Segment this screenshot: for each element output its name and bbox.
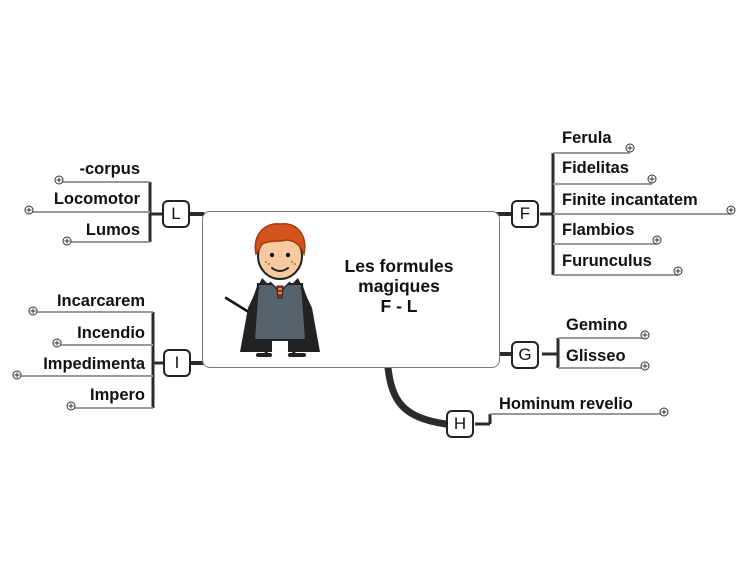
expand-plus-icon [659,407,669,417]
leaf-fidelitas[interactable]: Fidelitas [562,159,629,177]
expand-plus-icon [652,235,662,245]
expand-plus-icon [673,266,683,276]
leaf-finite-incantatem[interactable]: Finite incantatem [562,191,698,209]
expand-markers [12,143,736,417]
branch-g-connectors [542,337,645,369]
leaf-corpus[interactable]: -corpus [79,160,140,178]
branch-i-connectors [17,311,163,409]
leaf-incarcarem[interactable]: Incarcarem [56,292,145,310]
branch-h-connectors [475,413,664,426]
central-title-line-3: F - L [380,296,418,316]
node-f[interactable]: F [511,200,539,228]
leaf-impero[interactable]: Impero [89,386,145,404]
expand-plus-icon [24,205,34,215]
expand-plus-icon [640,361,650,371]
node-i[interactable]: I [163,349,191,377]
leaf-gemino[interactable]: Gemino [566,316,628,334]
leaf-lumos[interactable]: Lumos [85,221,140,239]
expand-plus-icon [625,143,635,153]
central-title: Les formules magiques F - L [318,256,480,316]
expand-plus-icon [52,338,62,348]
expand-plus-icon [726,205,736,215]
expand-plus-icon [54,175,64,185]
leaf-furunculus[interactable]: Furunculus [562,252,652,270]
node-g[interactable]: G [511,341,539,369]
central-title-line-2: magiques [358,276,440,296]
expand-plus-icon [640,330,650,340]
leaf-hominum-revelio[interactable]: Hominum revelio [499,395,633,413]
expand-plus-icon [62,236,72,246]
leaf-ferula[interactable]: Ferula [562,129,612,147]
node-h[interactable]: H [446,410,474,438]
leaf-flambios[interactable]: Flambios [562,221,635,239]
central-title-line-1: Les formules [344,256,454,276]
cartoon-wizard-icon [224,223,320,357]
expand-plus-icon [66,401,76,411]
expand-plus-icon [28,306,38,316]
branch-l-connectors [29,181,162,243]
branch-f-connectors [540,152,731,276]
leaf-incendio[interactable]: Incendio [77,324,145,342]
leaf-glisseo[interactable]: Glisseo [566,347,626,365]
expand-plus-icon [647,174,657,184]
leaf-impedimenta[interactable]: Impedimenta [43,355,145,373]
expand-plus-icon [12,370,22,380]
leaf-locomotor[interactable]: Locomotor [53,190,140,208]
node-l[interactable]: L [162,200,190,228]
